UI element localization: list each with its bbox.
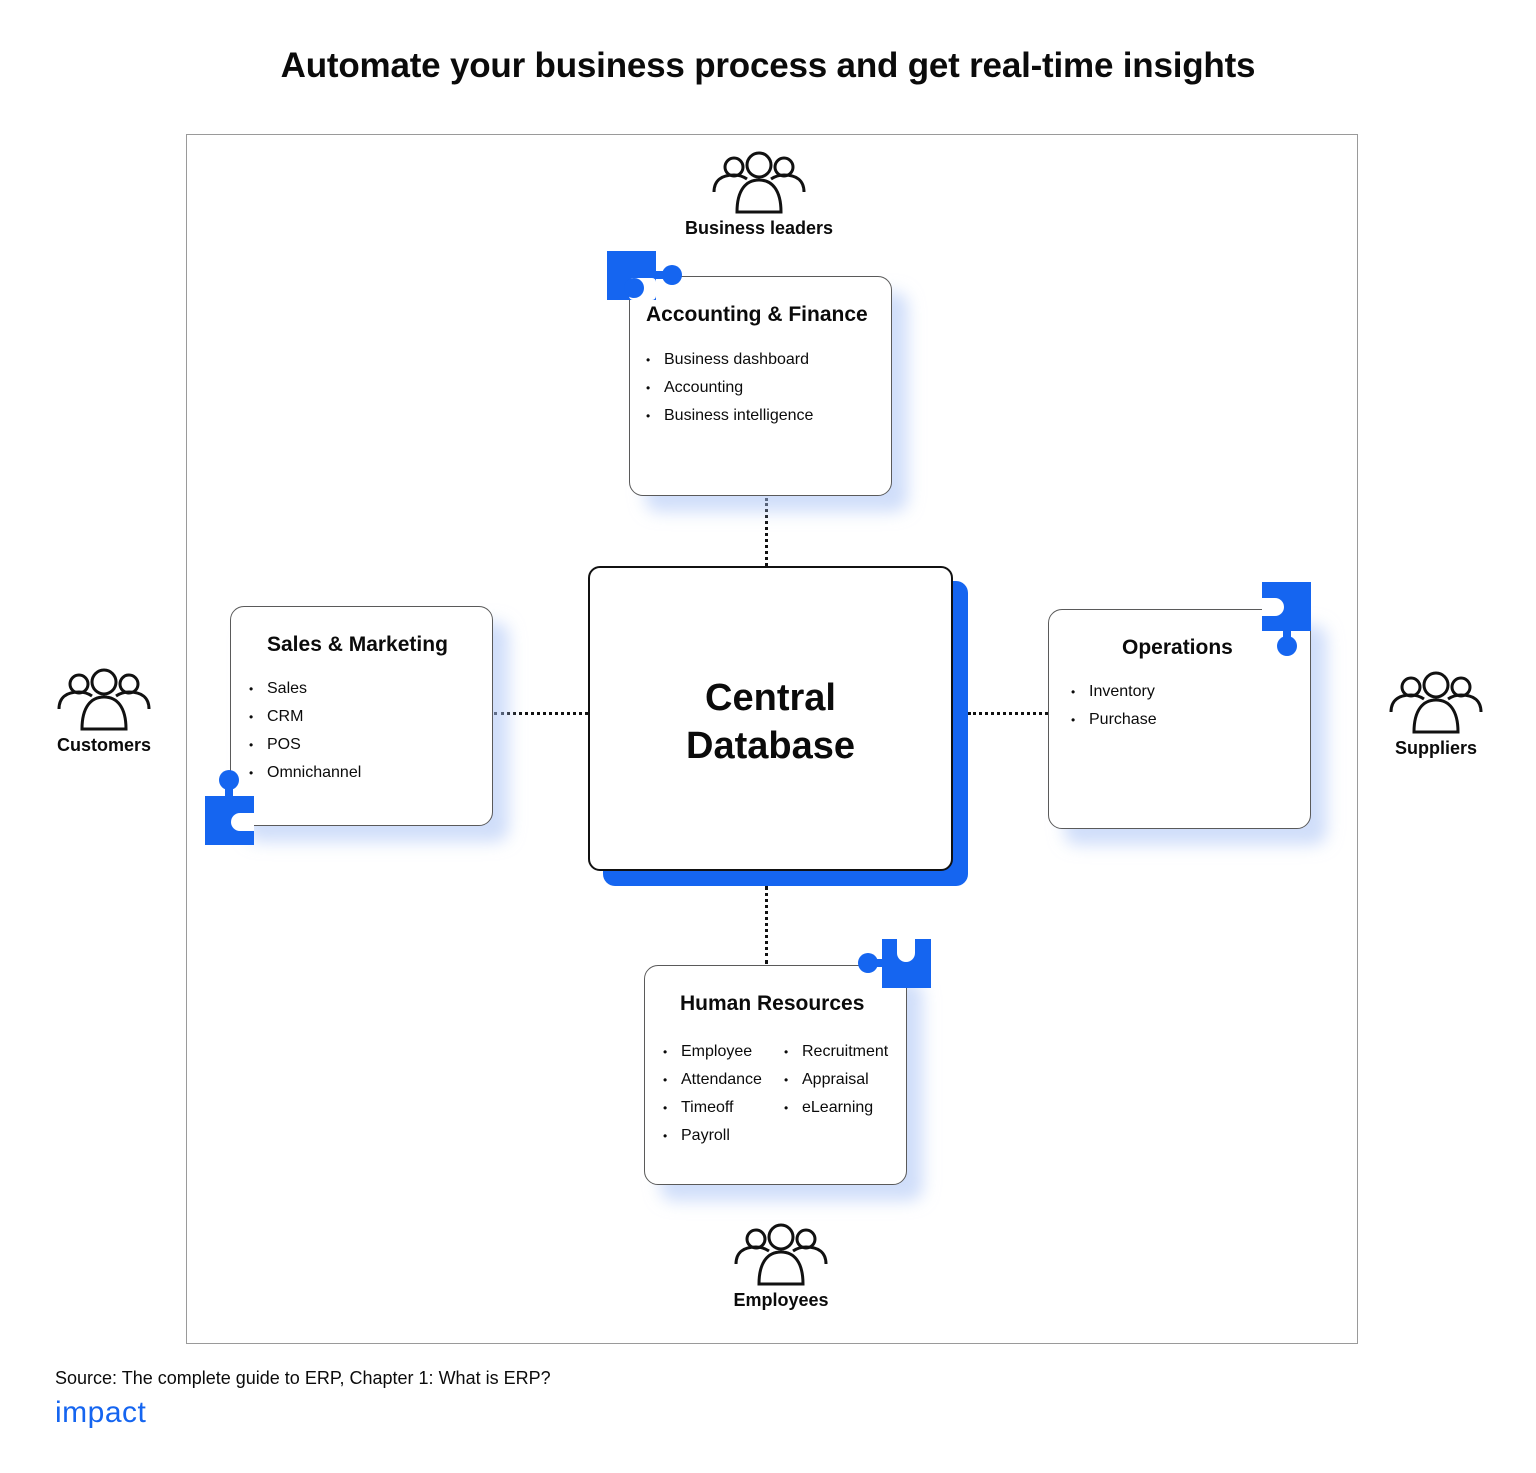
list-item: Business dashboard: [646, 346, 813, 374]
customers-persona: Customers: [24, 667, 184, 756]
connector-right: [968, 712, 1048, 715]
human-resources-card: Human Resources Employee Attendance Time…: [644, 965, 907, 1185]
people-group-icon: [712, 151, 806, 214]
diagram-frame: [186, 134, 1358, 1344]
persona-label: Customers: [56, 735, 152, 755]
list-item: Attendance: [663, 1066, 762, 1094]
suppliers-persona: Suppliers: [1356, 670, 1516, 759]
list-item: Timeoff: [663, 1094, 762, 1122]
list-item: Employee: [663, 1038, 762, 1066]
sales-list: Sales CRM POS Omnichannel: [249, 675, 361, 787]
puzzle-piece-icon: [205, 770, 254, 845]
list-item: Omnichannel: [249, 759, 361, 787]
list-item: eLearning: [784, 1094, 888, 1122]
puzzle-piece-icon: [858, 939, 931, 988]
accounting-list: Business dashboard Accounting Business i…: [646, 346, 813, 430]
persona-label: Employees: [733, 1290, 829, 1310]
impact-logo: impact: [55, 1396, 147, 1429]
connector-left: [494, 712, 588, 715]
list-item: Inventory: [1071, 678, 1157, 706]
people-group-icon: [57, 668, 151, 731]
list-item: Appraisal: [784, 1066, 888, 1094]
list-item: Recruitment: [784, 1038, 888, 1066]
puzzle-piece-icon: [1262, 582, 1311, 656]
persona-label: Business leaders: [684, 218, 834, 238]
page-title: Automate your business process and get r…: [280, 46, 1256, 85]
list-item: POS: [249, 731, 361, 759]
operations-card: Operations Inventory Purchase: [1048, 609, 1311, 829]
central-database: Central Database: [588, 566, 953, 871]
accounting-finance-card: Accounting & Finance Business dashboard …: [629, 276, 892, 496]
list-item: Sales: [249, 675, 361, 703]
people-group-icon: [734, 1223, 828, 1286]
operations-list: Inventory Purchase: [1071, 678, 1157, 734]
card-title: Operations: [1122, 636, 1233, 659]
people-group-icon: [1389, 671, 1483, 734]
list-item: Purchase: [1071, 706, 1157, 734]
list-item: Business intelligence: [646, 402, 813, 430]
connector-bottom: [765, 886, 768, 964]
connector-top: [765, 498, 768, 566]
list-item: CRM: [249, 703, 361, 731]
central-database-label: Central Database: [686, 677, 855, 767]
sales-marketing-card: Sales & Marketing Sales CRM POS Omnichan…: [230, 606, 493, 826]
list-item: Payroll: [663, 1122, 762, 1150]
card-title: Human Resources: [680, 992, 865, 1015]
source-caption: Source: The complete guide to ERP, Chapt…: [55, 1368, 551, 1388]
employees-persona: Employees: [681, 1222, 881, 1311]
hr-list-right: Recruitment Appraisal eLearning: [784, 1038, 888, 1122]
card-title: Accounting & Finance: [646, 303, 868, 326]
puzzle-piece-icon: [607, 251, 682, 300]
hr-list-left: Employee Attendance Timeoff Payroll: [663, 1038, 762, 1150]
list-item: Accounting: [646, 374, 813, 402]
persona-label: Suppliers: [1394, 738, 1478, 758]
card-title: Sales & Marketing: [267, 633, 448, 656]
business-leaders-persona: Business leaders: [659, 150, 859, 239]
